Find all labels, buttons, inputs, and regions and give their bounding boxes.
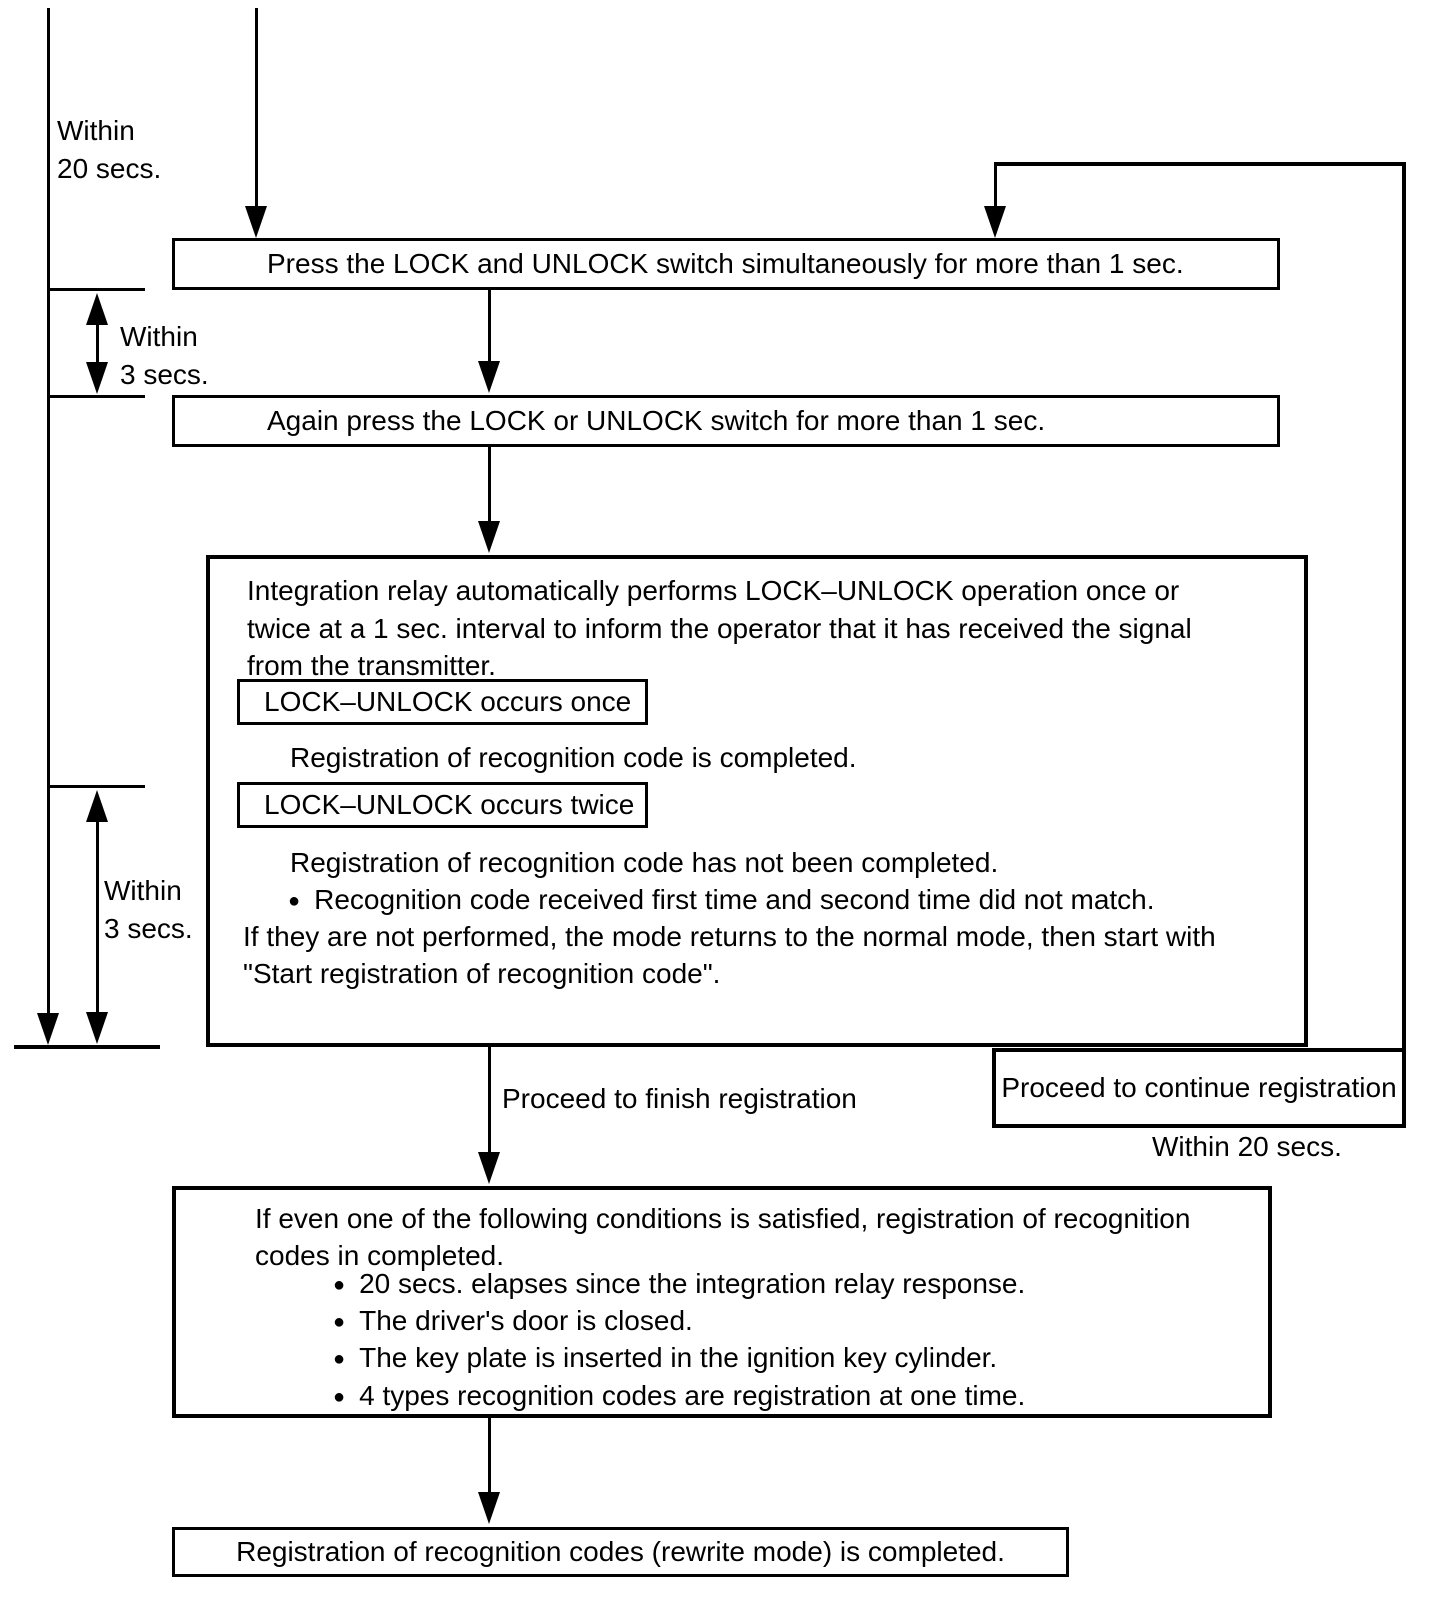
arrowhead-down-icon [478,361,500,393]
arrowhead-down-icon [86,1012,108,1044]
case-label: LOCK–UNLOCK occurs once [264,686,632,717]
finish-arrow-line [488,1047,491,1154]
bullet-text: Recognition code received first time and… [314,884,1155,915]
relay-intro-line-2: twice at a 1 sec. interval to inform the… [247,613,1192,644]
double-arrow-within-3-secs-1 [96,318,99,368]
conditions-intro-line-2: codes in completed. [255,1240,505,1271]
twice-bullet-row: ● Recognition code received first time a… [288,881,1155,922]
label-line: Within [104,875,182,906]
label-proceed-finish: Proceed to finish registration [502,1083,857,1114]
lock-unlock-twice-box: LOCK–UNLOCK occurs twice [237,782,648,828]
feedback-arrow-line [994,162,997,208]
condition-bullet-row: ● The driver's door is closed. [333,1302,693,1343]
lock-unlock-once-box: LOCK–UNLOCK occurs once [237,679,648,725]
twice-result-text: Registration of recognition code has not… [290,847,999,878]
step-text: Press the LOCK and UNLOCK switch simulta… [267,248,1184,279]
label-line: 3 secs. [120,359,209,390]
proceed-continue-box: Proceed to continue registration [992,1048,1406,1128]
label-within-3-secs-1: Within 3 secs. [120,318,209,394]
double-arrow-within-3-secs-2 [96,815,99,1018]
arrowhead-down-icon [478,1152,500,1184]
proceed-continue-text: Proceed to continue registration [1001,1072,1397,1103]
label-within-20-secs-loop: Within 20 secs. [1152,1131,1342,1162]
bullet-icon: ● [333,1348,346,1370]
relay-response-box: Integration relay automatically performs… [206,555,1308,1047]
timeline-tick-lower [48,785,145,788]
timeline-tick-top [48,288,145,291]
bullet-text: The driver's door is closed. [359,1305,693,1336]
connector-line-1 [488,290,491,363]
case-label: LOCK–UNLOCK occurs twice [264,789,635,820]
conditions-intro-line-1: If even one of the following conditions … [255,1203,1191,1234]
arrowhead-down-icon [86,362,108,394]
completed-box: Registration of recognition codes (rewri… [172,1527,1069,1577]
label-line: 20 secs. [57,153,162,184]
step-box-press-both: Press the LOCK and UNLOCK switch simulta… [172,238,1280,290]
fallback-line-1: If they are not performed, the mode retu… [243,921,1216,952]
relay-intro-line-3: from the transmitter. [247,650,496,681]
feedback-line-right [1402,162,1406,1050]
final-arrow-line [488,1418,491,1494]
finish-conditions-box: If even one of the following conditions … [172,1186,1272,1418]
arrowhead-down-icon [478,1492,500,1524]
bullet-icon: ● [333,1386,346,1408]
bullet-icon: ● [288,890,301,912]
connector-line-2 [488,447,491,523]
bullet-icon: ● [333,1274,346,1296]
bullet-icon: ● [333,1311,346,1333]
timeline-tick-mid [48,395,145,398]
arrowhead-down-icon [984,206,1006,238]
bullet-text: 20 secs. elapses since the integration r… [359,1268,1026,1299]
once-result-text: Registration of recognition code is comp… [290,742,857,773]
feedback-line-top [994,162,1406,166]
condition-bullet-row: ● 4 types recognition codes are registra… [333,1377,1025,1418]
step-box-press-again: Again press the LOCK or UNLOCK switch fo… [172,395,1280,447]
timeline-rail-line [47,8,50,1015]
arrowhead-up-icon [86,790,108,822]
completed-text: Registration of recognition codes (rewri… [236,1536,1005,1567]
condition-bullet-row: ● 20 secs. elapses since the integration… [333,1265,1025,1306]
arrowhead-up-icon [86,293,108,325]
arrowhead-down-icon [37,1013,59,1045]
bullet-text: 4 types recognition codes are registrati… [359,1380,1026,1411]
label-line: 3 secs. [104,913,193,944]
condition-bullet-row: ● The key plate is inserted in the ignit… [333,1339,997,1380]
label-line: Within [120,321,198,352]
label-within-20-secs: Within 20 secs. [57,112,161,188]
label-line: Within [57,115,135,146]
fallback-line-2: "Start registration of recognition code"… [243,958,721,989]
arrowhead-down-icon [245,206,267,238]
timeline-baseline [14,1045,160,1049]
step-text: Again press the LOCK or UNLOCK switch fo… [267,405,1046,436]
arrowhead-down-icon [478,521,500,553]
bullet-text: The key plate is inserted in the ignitio… [359,1342,998,1373]
relay-intro-line-1: Integration relay automatically performs… [247,575,1180,606]
label-within-3-secs-2: Within 3 secs. [104,872,193,948]
entry-arrow-line [255,8,258,208]
